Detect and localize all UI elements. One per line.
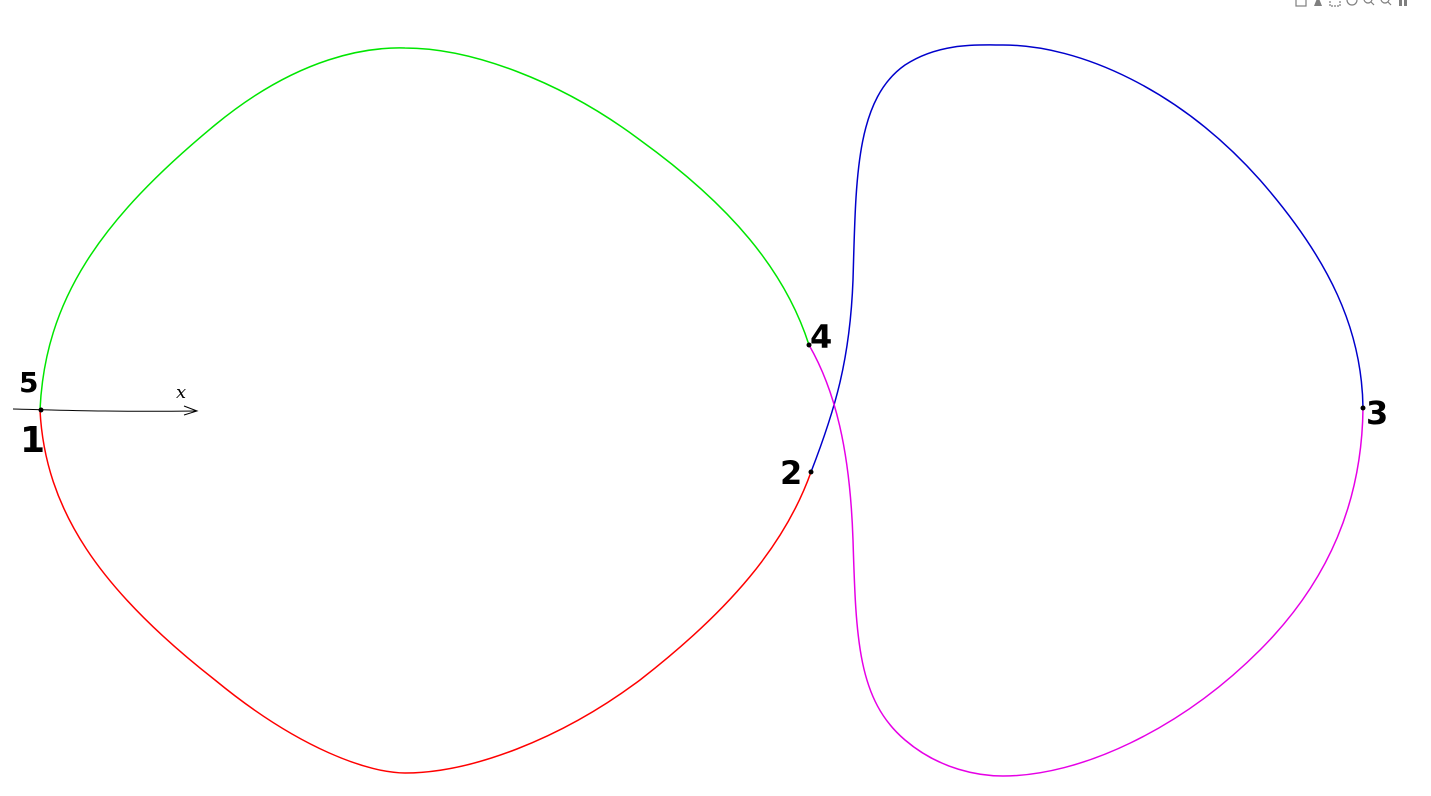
- point-1-marker: [38, 407, 44, 413]
- x-axis-arrow: [12, 405, 199, 416]
- point-3-marker: [1360, 405, 1366, 411]
- x-axis-label: x: [176, 382, 186, 403]
- arc-bottom-left: [39, 409, 812, 774]
- point-label-4: 4: [810, 318, 832, 356]
- pan-icon[interactable]: [1312, 0, 1324, 8]
- arc-top-left: [39, 47, 810, 411]
- select-icon[interactable]: [1329, 0, 1341, 8]
- zoom-in-icon[interactable]: [1363, 0, 1375, 8]
- autoscale-icon[interactable]: [1397, 0, 1409, 8]
- arc-top-right: [810, 44, 1364, 473]
- point-2-marker: [808, 469, 814, 475]
- arc-bottom-right: [808, 344, 1364, 777]
- point-4-marker: [806, 342, 812, 348]
- point-label-1: 1: [20, 420, 45, 461]
- point-label-5: 5: [19, 366, 38, 399]
- point-label-2: 2: [780, 454, 802, 492]
- toolbar: [1295, 0, 1409, 10]
- zoom-out-icon[interactable]: [1380, 0, 1392, 8]
- home-icon[interactable]: [1295, 0, 1307, 8]
- lasso-icon[interactable]: [1346, 0, 1358, 8]
- point-label-3: 3: [1366, 394, 1388, 432]
